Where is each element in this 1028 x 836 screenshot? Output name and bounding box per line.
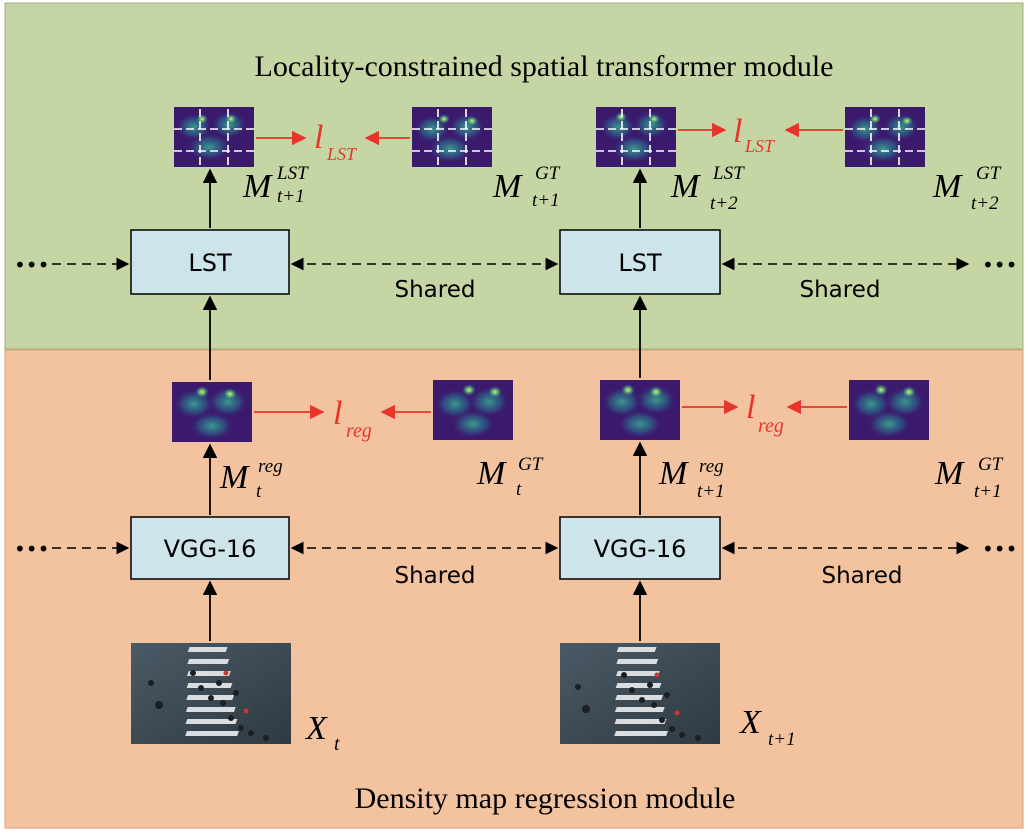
top-panel-title: Locality-constrained spatial transformer…: [255, 50, 834, 83]
m-lst-t1-sub: t+1: [277, 186, 305, 207]
m-gt-t-sup: GT: [518, 454, 544, 475]
input-image-t: [131, 643, 291, 744]
ellipsis-top-right: •••: [982, 253, 1017, 277]
m-gt-t1-base: M: [492, 168, 523, 205]
label-m-lst-t1: M LST t+1: [242, 163, 309, 207]
loss-reg-1-sub: reg: [346, 420, 372, 442]
loss-label-reg-2: l reg: [746, 389, 784, 437]
m-lst-t1-sup: LST: [276, 163, 309, 184]
m-lst-t1-base: M: [242, 168, 273, 205]
vgg-block-1-label: VGG-16: [164, 535, 257, 563]
density-map-lst-t2: [596, 107, 676, 167]
m-gt-t-base: M: [476, 455, 507, 492]
m-lst-t2-sub: t+2: [710, 193, 738, 214]
density-map-gt-t1: [412, 107, 492, 167]
x-t-sub: t: [334, 733, 340, 755]
m-reg-t-base: M: [219, 459, 250, 496]
bottom-panel-title: Density map regression module: [355, 782, 736, 815]
label-x-t: X t: [304, 710, 340, 755]
vgg-block-2: VGG-16: [559, 516, 721, 580]
loss-label-lst-1: l LST: [314, 119, 358, 164]
m-gt-t-sub: t: [516, 479, 522, 500]
loss-reg-2-base: l: [746, 389, 755, 426]
label-m-gt-t1: M GT t+1: [492, 163, 561, 211]
loss-lst-2-sub: LST: [744, 136, 776, 156]
vgg-block-1: VGG-16: [130, 516, 290, 580]
loss-label-reg-1: l reg: [333, 395, 372, 442]
m-gt-t1b-base: M: [934, 455, 965, 492]
loss-reg-2-sub: reg: [758, 415, 784, 437]
m-gt-t1b-sub: t+1: [974, 481, 1002, 502]
m-reg-t-sub: t: [256, 481, 262, 502]
x-t1-base: X: [738, 704, 762, 741]
m-lst-t2-sup: LST: [712, 163, 745, 184]
shared-label-bottom-1: Shared: [395, 563, 476, 589]
density-map-reg-t1: [600, 380, 680, 440]
label-m-reg-t1: M reg t+1: [658, 455, 725, 502]
vgg-block-2-label: VGG-16: [594, 535, 687, 563]
lst-block-1: LST: [130, 229, 290, 295]
m-reg-t1-sub: t+1: [697, 481, 725, 502]
label-m-gt-t2: M GT t+2: [932, 163, 1002, 214]
m-gt-t1b-sup: GT: [978, 454, 1004, 475]
ellipsis-bottom-left: •••: [14, 537, 49, 561]
m-reg-t-sup: reg: [258, 456, 283, 477]
x-t-base: X: [304, 710, 328, 747]
m-lst-t2-base: M: [670, 168, 701, 205]
lst-block-1-label: LST: [188, 249, 232, 277]
density-map-reg-t: [172, 382, 252, 442]
lst-block-2-label: LST: [618, 249, 662, 277]
loss-lst-2-base: l: [733, 113, 742, 150]
m-gt-t2-sup: GT: [976, 163, 1002, 184]
ellipsis-bottom-right: •••: [982, 537, 1017, 561]
m-gt-t1-sub: t+1: [532, 190, 560, 211]
m-gt-t1-sup: GT: [535, 163, 561, 184]
label-m-lst-t2: M LST t+2: [670, 163, 745, 214]
m-reg-t1-sup: reg: [699, 456, 724, 477]
shared-label-bottom-2: Shared: [822, 563, 903, 589]
x-t1-sub: t+1: [768, 729, 796, 750]
m-reg-t1-base: M: [658, 455, 689, 492]
loss-reg-1-base: l: [333, 395, 342, 432]
density-map-gt-t: [433, 380, 513, 440]
label-m-reg-t: M reg t: [219, 456, 283, 502]
loss-lst-1-sub: LST: [326, 144, 358, 164]
lst-block-2: LST: [559, 229, 721, 295]
label-m-gt-t1b: M GT t+1: [934, 454, 1004, 502]
density-map-gt-t2: [845, 107, 925, 167]
label-m-gt-t: M GT t: [476, 454, 544, 500]
density-map-lst-t1: [174, 107, 254, 167]
label-x-t1: X t+1: [738, 704, 796, 750]
loss-lst-1-base: l: [314, 119, 323, 156]
density-map-gt-t1b: [849, 380, 929, 440]
m-gt-t2-base: M: [932, 168, 963, 205]
shared-label-top-2: Shared: [800, 277, 881, 303]
shared-label-top-1: Shared: [395, 277, 476, 303]
m-gt-t2-sub: t+2: [971, 193, 999, 214]
loss-label-lst-2: l LST: [733, 113, 776, 156]
ellipsis-top-left: •••: [14, 253, 49, 277]
input-image-t1: [560, 643, 720, 744]
